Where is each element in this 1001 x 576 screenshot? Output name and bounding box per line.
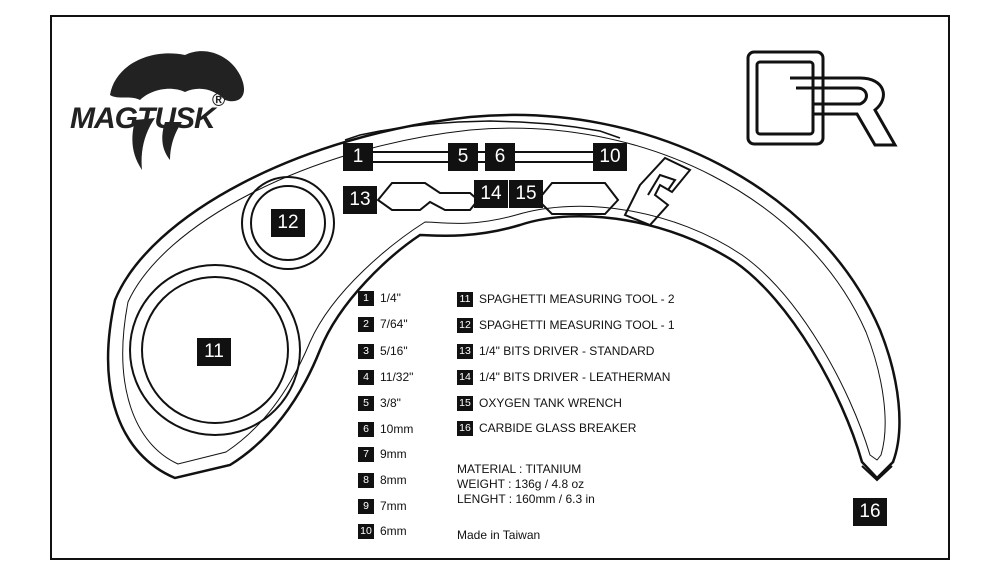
callout-13: 13 bbox=[343, 186, 377, 214]
length-spec: LENGHT : 160mm / 6.3 in bbox=[457, 492, 595, 506]
tool-body-inner-outline bbox=[122, 127, 886, 465]
gr-emblem bbox=[623, 156, 692, 227]
callout-10: 10 bbox=[593, 143, 627, 171]
spec-card bbox=[50, 15, 950, 560]
callout-16: 16 bbox=[853, 498, 887, 526]
registered-mark: ® bbox=[212, 90, 225, 110]
magtusk-logo-graphic bbox=[110, 51, 245, 170]
hex-slot-standard bbox=[376, 182, 480, 211]
tool-body-outline bbox=[107, 113, 901, 480]
origin-label: Made in Taiwan bbox=[457, 528, 541, 542]
wrench-slot bbox=[352, 151, 616, 163]
callout-14: 14 bbox=[474, 180, 508, 208]
measuring-hole-small bbox=[241, 176, 335, 270]
hex-slot-oxygen bbox=[536, 182, 620, 215]
wrench-profile bbox=[344, 120, 621, 141]
brand-wordmark: MAGTUSK bbox=[70, 102, 216, 135]
glass-breaker-tip bbox=[861, 465, 893, 482]
weight-spec: WEIGHT : 136g / 4.8 oz bbox=[457, 477, 585, 491]
measuring-hole-large bbox=[129, 264, 301, 436]
callout-12: 12 bbox=[271, 209, 305, 237]
callout-1: 1 bbox=[343, 143, 373, 171]
callout-6: 6 bbox=[485, 143, 515, 171]
gr-corner-logo bbox=[746, 50, 898, 147]
callout-11: 11 bbox=[197, 338, 231, 366]
material-spec: MATERIAL : TITANIUM bbox=[457, 462, 582, 476]
callout-5: 5 bbox=[448, 143, 478, 171]
callout-15: 15 bbox=[509, 180, 543, 208]
